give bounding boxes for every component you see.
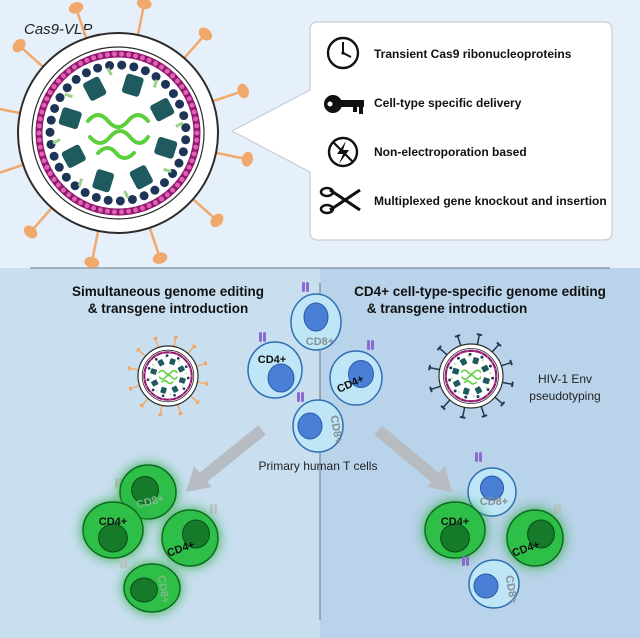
feature-text-4: Multiplexed gene knockout and insertion	[374, 194, 607, 208]
env-label-line1: HIV-1 Env	[538, 372, 592, 386]
no-electroporation-icon	[327, 136, 359, 168]
edited-cd4-right-right: CD4+	[506, 504, 564, 567]
cas9-vlp-illustration	[0, 0, 253, 268]
edited-cd4-right-left: CD4+	[424, 501, 486, 559]
edited-cd8-left-bottom-label: CD8+	[155, 574, 172, 604]
scissors-icon	[319, 186, 361, 215]
key-icon	[324, 95, 364, 114]
cell-cd8-right-bottom: CD8+	[462, 556, 520, 609]
arrow-to-left	[186, 425, 266, 492]
vlp-small-hiv-env	[428, 333, 514, 419]
arrow-to-right	[374, 425, 452, 492]
edited-cd4-left-label: CD4+	[99, 516, 127, 528]
env-label-line2: pseudotyping	[529, 389, 600, 403]
cell-cd8-right-bottom-label: CD8+	[503, 574, 520, 604]
feature-text-1: Transient Cas9 ribonucleoproteins	[374, 47, 572, 61]
left-title-line2: & transgene introduction	[88, 301, 249, 316]
center-caption: Primary human T cells	[259, 459, 378, 473]
clock-icon	[326, 36, 360, 70]
cell-cd8-bottom: CD8+	[292, 392, 345, 453]
feature-text-2: Cell-type specific delivery	[374, 96, 522, 110]
edited-cd8-left-top: CD8+	[115, 464, 177, 520]
cell-cd4-left-label: CD4+	[258, 354, 286, 366]
cell-cd4-left: CD4+	[247, 332, 303, 399]
vlp-small-left	[127, 335, 209, 417]
t-cells-layer: CD8+CD4+CD4+CD8+CD8+CD4+CD4+CD8+CD8+CD4+…	[82, 282, 564, 613]
edited-cd4-left: CD4+	[82, 501, 144, 559]
feature-callout	[230, 21, 613, 241]
feature-text-3: Non-electroporation based	[374, 145, 527, 159]
cell-cd4-right: CD4+	[329, 340, 383, 406]
right-title-line1: CD4+ cell-type-specific genome editing	[354, 284, 606, 299]
cell-cd8-right-top-label: CD8+	[480, 496, 508, 508]
right-title-line2: & transgene introduction	[367, 301, 528, 316]
cell-cd8-top-label: CD8+	[306, 336, 334, 348]
cell-cd8-right-top: CD8+	[467, 452, 517, 517]
edited-cd8-left-bottom: CD8+	[120, 558, 181, 613]
edited-cd4-right: CD4+	[161, 504, 219, 567]
cell-cd8-bottom-label: CD8+	[328, 414, 345, 444]
vlp-label: Cas9-VLP	[24, 21, 92, 38]
left-title-line1: Simultaneous genome editing	[72, 284, 264, 299]
edited-cd4-right-left-label: CD4+	[441, 516, 469, 528]
cell-cd8-top: CD8+	[290, 282, 342, 351]
